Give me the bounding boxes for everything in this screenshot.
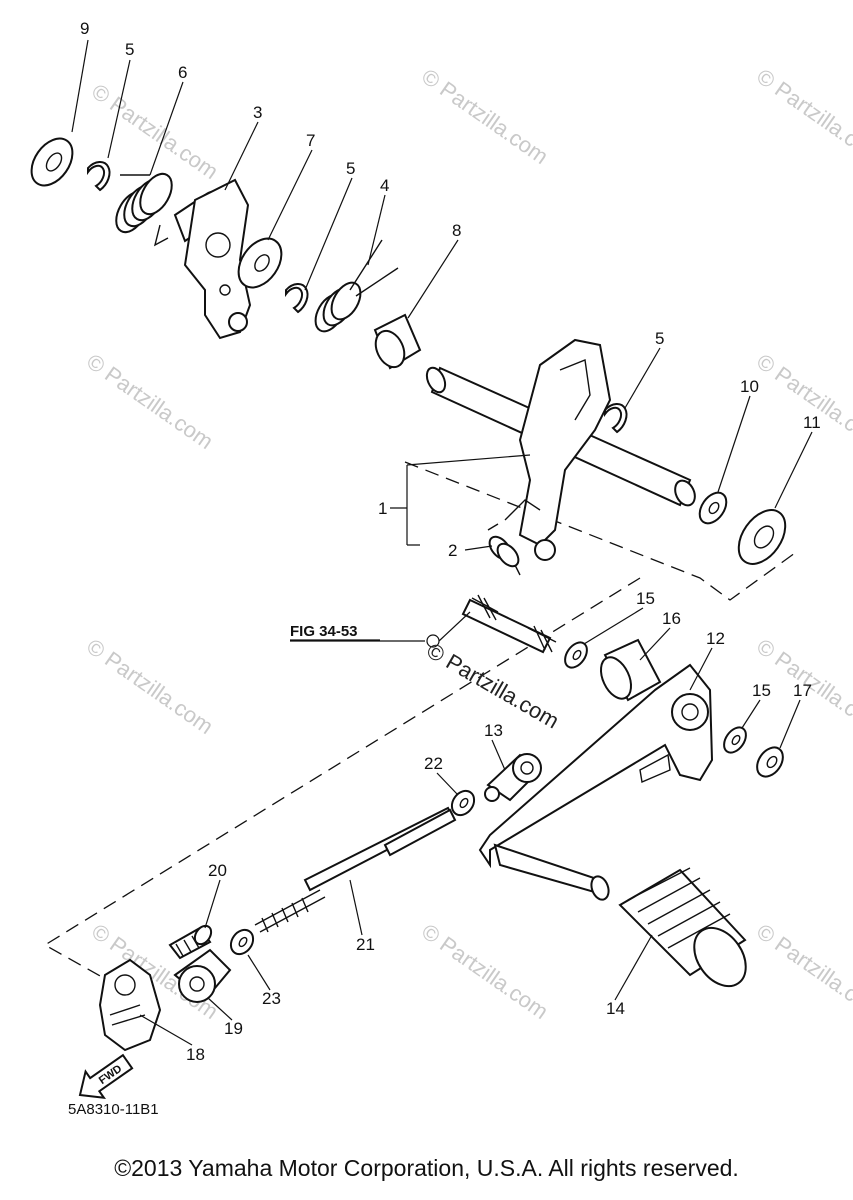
part-shift-arm-18 xyxy=(98,958,162,1052)
callout: 2 xyxy=(448,541,457,560)
part-spring-2 xyxy=(487,523,521,576)
part-bolt-20 xyxy=(168,924,213,960)
watermark: © Partzilla.com xyxy=(417,919,553,1025)
part-nut-23 xyxy=(229,928,255,956)
watermark: © Partzilla.com xyxy=(752,64,853,170)
callout: 5 xyxy=(125,40,134,59)
callout: 5 xyxy=(655,329,664,348)
part-shift-arm-3 xyxy=(173,178,252,340)
watermark: © Partzilla.com xyxy=(417,64,553,170)
part-shift-shaft-1 xyxy=(425,338,696,561)
watermark: © Partzilla.com xyxy=(752,349,853,455)
part-washer-10 xyxy=(698,491,728,525)
watermark: © Partzilla.com xyxy=(82,349,218,455)
callout: 15 xyxy=(636,589,655,608)
part-circlip-5a xyxy=(87,161,111,192)
part-collar-8 xyxy=(373,313,422,370)
part-washer-7 xyxy=(237,237,283,289)
part-bushing-16 xyxy=(599,638,662,702)
callout: 13 xyxy=(484,721,503,740)
exploded-parts-diagram: © Partzilla.com © Partzilla.com © Partzi… xyxy=(30,19,853,1118)
part-rod-end-13 xyxy=(484,753,542,802)
callout: 9 xyxy=(80,19,89,38)
callout: 3 xyxy=(253,103,262,122)
figure-reference: FIG 34-53 xyxy=(290,623,358,640)
callout: 23 xyxy=(262,989,281,1008)
callout-labels: 9 5 6 3 7 5 4 8 5 10 11 1 2 15 16 12 15 … xyxy=(80,19,821,1064)
leader-lines xyxy=(71,39,813,1046)
callout: 8 xyxy=(452,221,461,240)
part-washer-9 xyxy=(30,137,74,187)
callout: 17 xyxy=(793,681,812,700)
callout: 20 xyxy=(208,861,227,880)
callout: 16 xyxy=(662,609,681,628)
callout: 10 xyxy=(740,377,759,396)
part-washer-15b xyxy=(723,726,747,754)
part-circlip-5c xyxy=(604,403,628,434)
callout: 18 xyxy=(186,1045,205,1064)
part-nut-22 xyxy=(450,789,476,817)
part-shift-pedal-12 xyxy=(478,663,714,901)
callout: 5 xyxy=(346,159,355,178)
callout: 14 xyxy=(606,999,625,1018)
part-washer-15a xyxy=(564,641,588,669)
callout: 1 xyxy=(378,499,387,518)
part-shift-rod-21 xyxy=(254,806,457,933)
callout: 19 xyxy=(224,1019,243,1038)
callout: 12 xyxy=(706,629,725,648)
part-pedal-rubber-14 xyxy=(618,867,747,988)
part-rod-end-19 xyxy=(173,948,232,1003)
callout: 4 xyxy=(380,176,389,195)
callout: 11 xyxy=(803,413,821,432)
part-oil-seal-11 xyxy=(737,509,787,565)
part-spring-4 xyxy=(314,239,399,333)
callout: 21 xyxy=(356,935,375,954)
part-circlip-5b xyxy=(285,283,309,314)
callout: 22 xyxy=(424,754,443,773)
diagram-code: 5A8310-11B1 xyxy=(68,1101,159,1118)
watermark: © Partzilla.com xyxy=(752,919,853,1025)
part-spring-6 xyxy=(115,172,173,247)
part-nut-17 xyxy=(756,746,784,778)
copyright-notice: ©2013 Yamaha Motor Corporation, U.S.A. A… xyxy=(114,1155,739,1181)
callout: 15 xyxy=(752,681,771,700)
watermark: © Partzilla.com xyxy=(82,634,218,740)
part-stud-bolt xyxy=(461,594,557,654)
forward-arrow-icon: FWD xyxy=(78,1053,134,1100)
callout: 7 xyxy=(306,131,315,150)
callout: 6 xyxy=(178,63,187,82)
